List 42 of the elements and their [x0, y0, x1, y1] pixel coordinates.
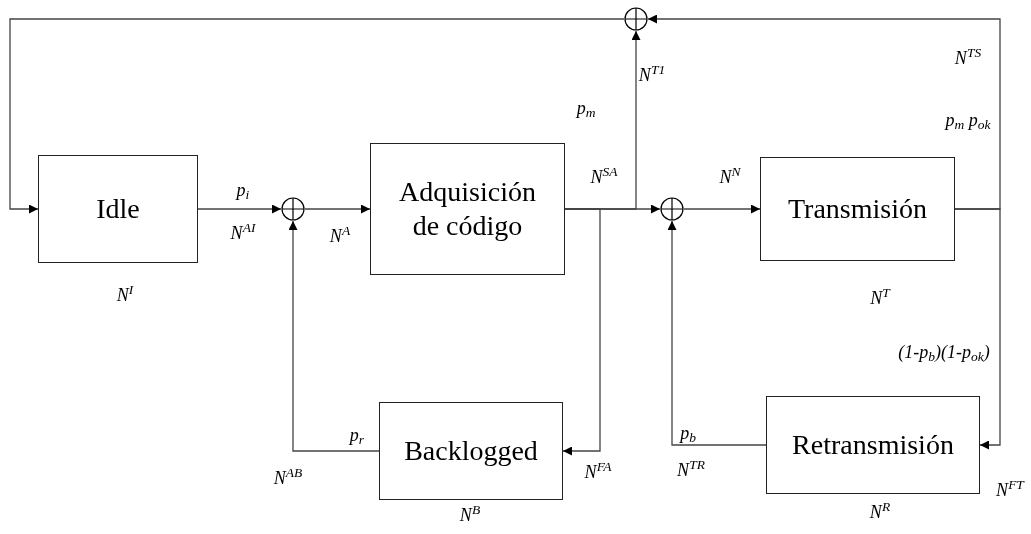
- flow-label: p$_{r}$: [349, 426, 365, 444]
- flow-label: N$^{FA}$: [584, 463, 612, 481]
- flow-label: (1-p$_{b}$)(1-p$_{ok}$): [898, 343, 990, 361]
- flow-label: N$^{A}$: [329, 227, 351, 245]
- state-box: [760, 157, 955, 261]
- flow-label: N$^{AI}$: [230, 224, 256, 242]
- arrow: [288, 220, 380, 452]
- flow-label: p$_{m}$: [576, 99, 596, 117]
- flow-label: N$^{AB}$: [273, 469, 303, 487]
- state-box: [38, 155, 198, 263]
- arrow: [197, 204, 282, 214]
- population-label: N$^{I}$: [116, 286, 134, 304]
- flow-label: N$^{FT}$: [996, 481, 1024, 499]
- arrow: [954, 208, 1001, 450]
- flow-label: N$^{N}$: [719, 168, 741, 186]
- population-label: N$^{B}$: [459, 506, 481, 524]
- summing-junction: [660, 197, 684, 221]
- summing-junction: [281, 197, 305, 221]
- population-label: N$^{T}$: [870, 289, 890, 307]
- flow-label: N$^{TR}$: [677, 461, 705, 479]
- arrow: [304, 204, 371, 214]
- arrow: [9, 18, 625, 214]
- state-name: Idle: [96, 192, 140, 226]
- flow-label: p$_{i}$: [236, 181, 250, 199]
- arrow: [562, 208, 601, 456]
- state-box: [766, 396, 980, 494]
- population-label: N$^{R}$: [869, 503, 891, 521]
- flow-label: N$^{SA}$: [590, 168, 618, 186]
- state-name: Backlogged: [404, 434, 538, 468]
- arrow: [647, 14, 1001, 210]
- flow-label: p$_{m}$ p$_{ok}$: [945, 111, 991, 129]
- summing-junction: [624, 7, 648, 31]
- state-name: Transmisión: [788, 192, 927, 226]
- flow-label: N$^{T1}$: [638, 66, 666, 84]
- state-box: [379, 402, 563, 500]
- state-box: [370, 143, 565, 275]
- arrow: [667, 220, 767, 446]
- state-name: Retransmisión: [792, 428, 954, 462]
- flow-label: N$^{TS}$: [954, 49, 982, 67]
- flow-label: p$_{b}$: [680, 424, 696, 442]
- state-name: Adquisición de código: [398, 175, 537, 243]
- arrow: [683, 204, 761, 214]
